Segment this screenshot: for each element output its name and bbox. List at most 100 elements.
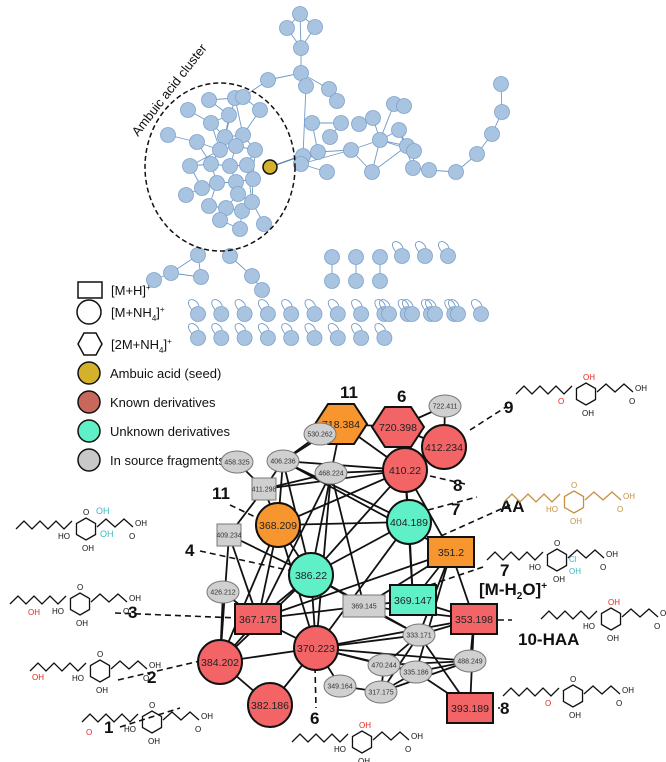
node-370.223[interactable]: 370.223 (293, 625, 339, 671)
network-node (213, 306, 230, 322)
legend-label-mnh4: [M+NH4]+ (111, 305, 165, 323)
node-530.262[interactable]: 530.262 (303, 422, 337, 446)
network-node (319, 164, 335, 180)
node-rect (427, 536, 475, 568)
network-node (376, 330, 393, 346)
node-393.189[interactable]: 393.189 (446, 692, 494, 724)
leader-6-bottom (314, 666, 317, 709)
node-ellipse (428, 394, 462, 418)
network-node (190, 247, 206, 263)
node-406.236[interactable]: 406.236 (266, 449, 300, 473)
node-409.234[interactable]: 409.234 (216, 523, 242, 547)
node-335.186[interactable]: 335.186 (399, 660, 433, 684)
node-369.147[interactable]: 369.147 (389, 584, 437, 616)
self-loop (444, 299, 456, 311)
legend-label-known: Known derivatives (110, 395, 216, 410)
network-node (163, 265, 179, 281)
node-382.186[interactable]: 382.186 (247, 682, 293, 728)
network-node (256, 216, 272, 232)
node-384.202[interactable]: 384.202 (197, 639, 243, 685)
self-loop (211, 299, 223, 311)
ring-oh-label: OH (553, 575, 565, 584)
node-458.325[interactable]: 458.325 (220, 450, 254, 474)
ring-ho-label: HO (124, 725, 136, 734)
acid-o-label: O (129, 532, 135, 541)
self-loop (234, 323, 247, 335)
node-426.212[interactable]: 426.212 (206, 580, 240, 604)
node-349.164[interactable]: 349.164 (323, 674, 357, 698)
network-node (259, 330, 276, 346)
node-333.171[interactable]: 333.171 (402, 623, 436, 647)
node-317.175[interactable]: 317.175 (364, 680, 398, 704)
self-loop (234, 299, 247, 311)
label-3: 3 (128, 603, 137, 622)
chlorine-label: Cl (569, 555, 577, 564)
network-node (259, 306, 276, 322)
self-loop (374, 299, 386, 311)
ring-oh-label: OH (96, 686, 108, 695)
ring-top-label: O (149, 701, 155, 710)
node-488.249[interactable]: 488.249 (453, 649, 487, 673)
label-mh2o: [M-H2O]+ (479, 580, 547, 602)
acid-o-label: O (405, 745, 411, 754)
network-node (232, 221, 248, 237)
node-367.175[interactable]: 367.175 (234, 603, 282, 635)
network-node (178, 187, 194, 203)
node-label: 468.224 (318, 471, 343, 478)
legend-hexagon-shape (77, 332, 103, 356)
cyan-oh-label: OH (100, 529, 114, 539)
network-node (203, 115, 219, 131)
network-node (396, 98, 412, 114)
legend-fragment-swatch (77, 448, 101, 472)
cyclohexene-ring (89, 659, 111, 683)
node-ellipse (453, 649, 487, 673)
acid-oh-label: OH (411, 732, 423, 741)
node-label: 404.189 (390, 517, 428, 529)
alkyl-chain (29, 662, 87, 672)
network-node (343, 142, 359, 158)
node-label: 426.212 (210, 590, 235, 597)
node-rect (446, 692, 494, 724)
ring-oh-label: OH (76, 619, 88, 628)
node-468.224[interactable]: 468.224 (314, 461, 348, 485)
node-412.234[interactable]: 412.234 (421, 424, 467, 470)
acid-o-label: O (629, 397, 635, 406)
node-ellipse (323, 674, 357, 698)
network-node (201, 198, 217, 214)
network-node (298, 78, 314, 94)
node-368.209[interactable]: 368.209 (255, 502, 301, 548)
node-circle (247, 682, 293, 728)
node-label: 353.198 (455, 614, 493, 626)
alkyl-chain (96, 518, 134, 528)
node-410.22[interactable]: 410.22 (382, 447, 428, 493)
node-351.2[interactable]: 351.2 (427, 536, 475, 568)
ring-top-label: O (571, 481, 577, 490)
network-node (364, 164, 380, 180)
acid-o-label: O (123, 607, 129, 616)
node-label: 335.186 (403, 670, 428, 677)
node-label: 470.244 (371, 663, 396, 670)
self-loop (281, 299, 293, 311)
node-470.244[interactable]: 470.244 (367, 653, 401, 677)
node-369.145[interactable]: 369.145 (342, 594, 386, 618)
node-720.398[interactable]: 720.398 (370, 406, 426, 448)
alkyl-chain (596, 383, 634, 393)
alkyl-chain (9, 595, 67, 605)
ring-ho-label: O (545, 699, 551, 708)
node-386.22[interactable]: 386.22 (288, 552, 334, 598)
acid-oh-label: OH (149, 661, 161, 670)
network-node (203, 156, 219, 172)
node-353.198[interactable]: 353.198 (450, 603, 498, 635)
network-node (406, 143, 422, 159)
alkyl-chain (540, 610, 598, 620)
node-411.298[interactable]: 411.298 (251, 477, 277, 501)
network-node (260, 72, 276, 88)
node-722.411[interactable]: 722.411 (428, 394, 462, 418)
acid-oh-label: OH (622, 686, 634, 695)
network-node (306, 306, 323, 322)
network-node (365, 110, 381, 126)
network-node (212, 142, 228, 158)
node-label: 458.325 (224, 460, 249, 467)
node-404.189[interactable]: 404.189 (386, 499, 432, 545)
cluster-label: Ambuic acid cluster (129, 40, 211, 139)
